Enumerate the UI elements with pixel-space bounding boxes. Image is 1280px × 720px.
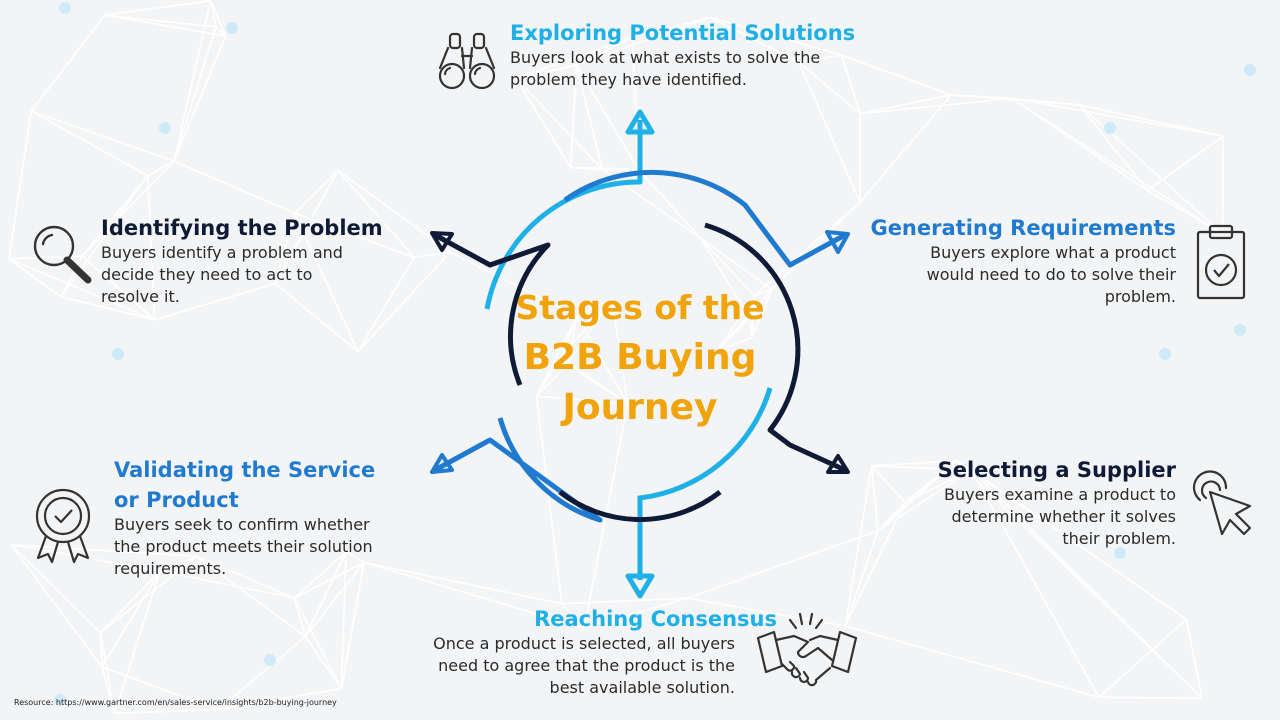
magnifier-icon	[33, 225, 92, 284]
stage-consensus: Reaching Consensus Once a product is sel…	[425, 606, 777, 699]
resource-citation: Resource: https://www.gartner.com/en/sal…	[14, 698, 337, 707]
arrowhead-requirements	[825, 230, 850, 254]
award-badge-icon	[35, 488, 91, 564]
stage-title: Reaching Consensus	[534, 607, 777, 631]
stage-exploring: Exploring Potential Solutions Buyers loo…	[510, 20, 870, 91]
arrowhead-validating	[430, 453, 454, 474]
arrow-identifying	[433, 232, 551, 386]
arrow-outer-right	[637, 387, 773, 580]
center-title-line3: Journey	[562, 387, 718, 428]
arrowhead-up	[625, 109, 655, 135]
arrow-exploring	[484, 120, 643, 310]
arrowhead-identifying	[430, 231, 454, 252]
stage-title: Exploring Potential Solutions	[510, 21, 856, 45]
clipboard-check-icon	[1196, 224, 1246, 300]
stage-description: Buyers identify a problem and decide the…	[101, 243, 343, 306]
stage-title: Identifying the Problem	[101, 216, 383, 240]
stage-description: Buyers examine a product to determine wh…	[944, 485, 1176, 548]
arrowhead-down	[625, 573, 655, 599]
center-title-line2: B2B Buying	[523, 337, 757, 378]
stage-supplier: Selecting a Supplier Buyers examine a pr…	[900, 457, 1176, 550]
stage-title: Generating Requirements	[870, 216, 1176, 240]
stage-title-line2: or Product	[114, 488, 239, 512]
stage-identifying: Identifying the Problem Buyers identify …	[101, 215, 401, 308]
arrow-validating	[433, 417, 603, 523]
center-title: Stages of the B2B Buying Journey	[480, 283, 800, 433]
arrowhead-supplier	[826, 454, 850, 474]
stage-requirements: Generating Requirements Buyers explore w…	[860, 215, 1176, 308]
arrow-supplier	[704, 222, 847, 473]
stage-title: Selecting a Supplier	[937, 458, 1176, 482]
center-title-line1: Stages of the	[515, 288, 765, 327]
handshake-icon	[756, 612, 858, 687]
binoculars-icon	[438, 32, 496, 90]
stage-description: Buyers explore what a product would need…	[926, 243, 1176, 306]
stage-title-line1: Validating the Service	[114, 458, 376, 482]
arc-inner-bottom	[558, 490, 722, 522]
stage-description: Once a product is selected, all buyers n…	[433, 634, 735, 697]
cursor-click-icon	[1192, 470, 1252, 536]
stage-description: Buyers look at what exists to solve the …	[510, 48, 821, 89]
stage-description: Buyers seek to confirm whether the produ…	[114, 515, 373, 578]
arrow-requirements	[563, 169, 847, 268]
stage-validating: Validating the Service or Product Buyers…	[114, 457, 414, 580]
